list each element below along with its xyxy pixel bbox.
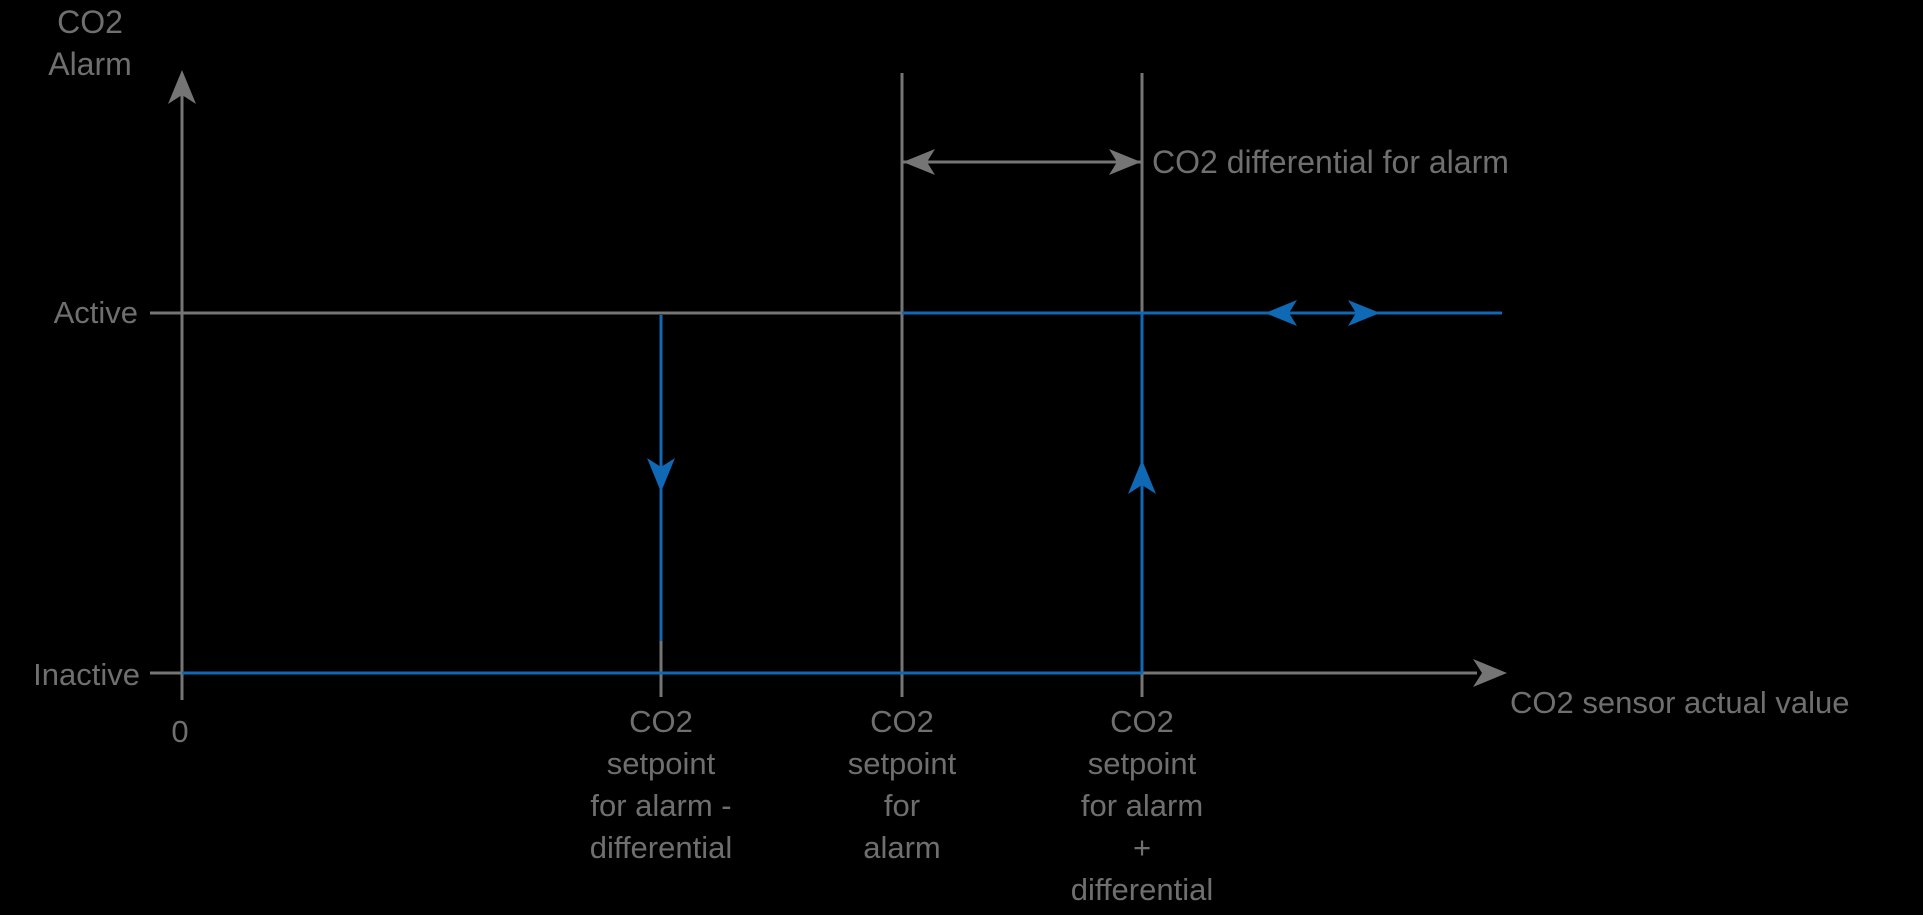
y-axis-title: CO2 Alarm: [20, 1, 160, 85]
active-line-arrowhead-right-icon: [1348, 300, 1380, 326]
tick-label-setpoint-plus-differential: CO2 setpoint for alarm + differential: [992, 701, 1292, 911]
inactive-state-label: Inactive: [33, 657, 140, 692]
tick-line: setpoint: [1087, 746, 1197, 781]
tick-line: CO2: [1110, 704, 1174, 739]
tick-line: setpoint: [847, 746, 957, 781]
differential-arrowhead-left-icon: [903, 149, 935, 175]
tick-line: differential: [589, 830, 733, 865]
tick-line: for: [883, 788, 921, 823]
rising-transition-arrowhead-icon: [1128, 460, 1156, 494]
x-axis-title: CO2 sensor actual value: [1510, 685, 1850, 720]
x-axis-arrowhead-icon: [1473, 659, 1507, 687]
tick-line: CO2: [870, 704, 934, 739]
differential-arrowhead-right-icon: [1109, 149, 1141, 175]
y-axis-title-line1: CO2: [57, 4, 123, 40]
tick-line: +: [1132, 830, 1152, 865]
tick-line: CO2: [629, 704, 693, 739]
y-axis-arrowhead-icon: [168, 70, 196, 104]
differential-annotation-label: CO2 differential for alarm: [1152, 144, 1509, 180]
tick-line: alarm: [863, 830, 941, 865]
tick-line: for alarm -: [590, 788, 732, 823]
tick-line: for alarm: [1080, 788, 1204, 823]
tick-line: setpoint: [606, 746, 716, 781]
y-axis-title-line2: Alarm: [48, 46, 132, 82]
tick-line: differential: [1070, 872, 1214, 907]
tick-label-setpoint-minus-differential: CO2 setpoint for alarm - differential: [511, 701, 811, 869]
active-state-label: Active: [53, 295, 138, 330]
origin-label: 0: [171, 714, 189, 749]
tick-label-setpoint-for-alarm: CO2 setpoint for alarm: [752, 701, 1052, 869]
active-line-arrowhead-left-icon: [1265, 300, 1297, 326]
falling-transition-arrowhead-icon: [647, 458, 675, 492]
